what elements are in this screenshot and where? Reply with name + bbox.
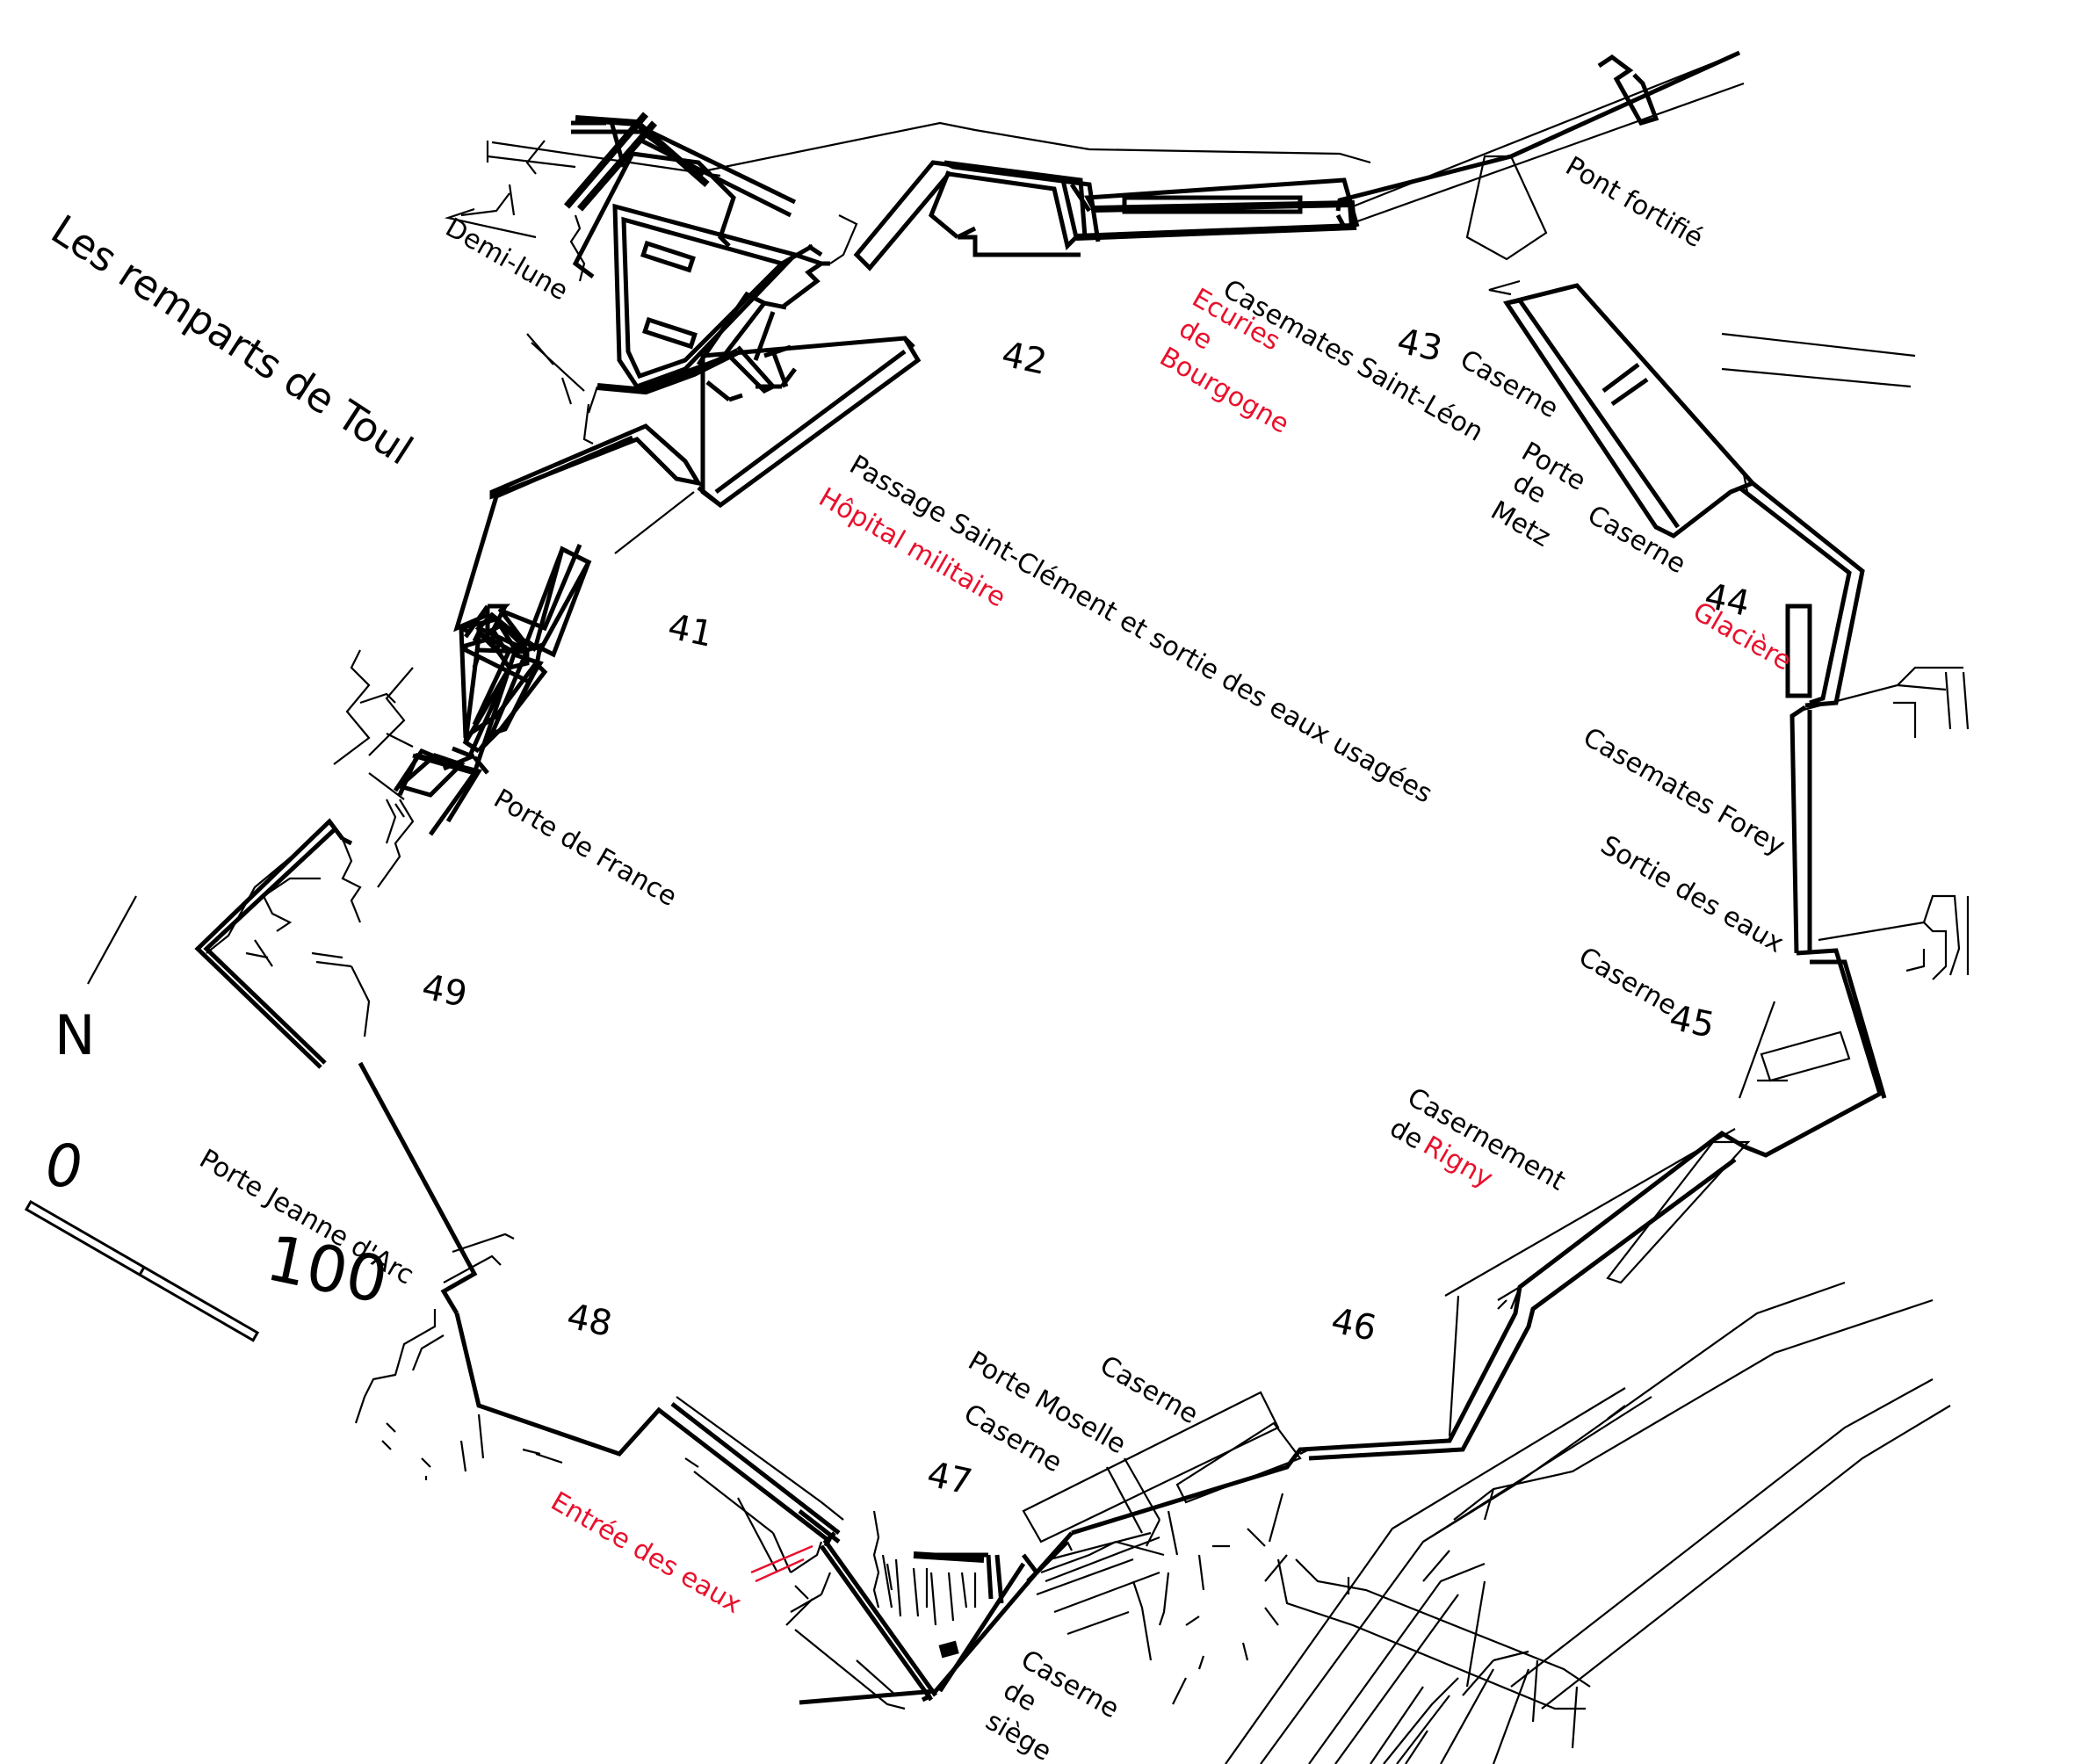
north-structures	[444, 112, 1371, 554]
label-caserne-45: Caserne	[1573, 942, 1682, 1023]
label-porte-de-france: Porte de France	[488, 784, 682, 913]
label-pont-fortifie: Pont fortifié	[1560, 151, 1709, 255]
label-passage-saint-clement: Passage Saint-Clément et sortie des eaux…	[844, 450, 1437, 810]
bastion-48: 48	[563, 1296, 615, 1345]
label-siege: siège	[980, 1706, 1057, 1764]
map-title: Les remparts de Toul	[43, 206, 421, 474]
bastion-47: 47	[923, 1454, 975, 1503]
bastion-49: 49	[418, 966, 470, 1016]
water-entry-marks	[750, 1544, 813, 1583]
bastion-46: 46	[1327, 1300, 1379, 1349]
bastion-45: 45	[1666, 997, 1717, 1046]
label-caserne-moselle-upper: Caserne	[1095, 1350, 1204, 1431]
place-labels: Demi-lune Pont fortifié Casemates Saint-…	[194, 151, 1797, 1764]
bastion-42: 42	[998, 334, 1050, 383]
label-entree-des-eaux: Entrée des eaux	[546, 1486, 747, 1620]
label-caserne-siege: Caserne	[1016, 1645, 1124, 1725]
label-demi-lune: Demi-lune	[440, 213, 574, 307]
bastion-41: 41	[664, 606, 716, 655]
scale-min-label: 0	[46, 1132, 83, 1200]
outer-lines	[206, 141, 1970, 1764]
bastion-44: 44	[1701, 575, 1753, 625]
demi-lune	[596, 203, 858, 402]
compass-north-label: N	[54, 1003, 95, 1067]
label-bourgogne: Bourgogne	[1154, 342, 1294, 440]
label-caserne-metz: Caserne	[1582, 500, 1691, 581]
label-porte-metz-metz: Metz	[1486, 495, 1556, 553]
rampart-walls	[194, 50, 1887, 1705]
compass: N	[54, 895, 137, 1067]
bastion-43: 43	[1393, 321, 1445, 370]
bastion-numbers: 41 42 43 44 45 46 47 48 49	[418, 321, 1753, 1503]
